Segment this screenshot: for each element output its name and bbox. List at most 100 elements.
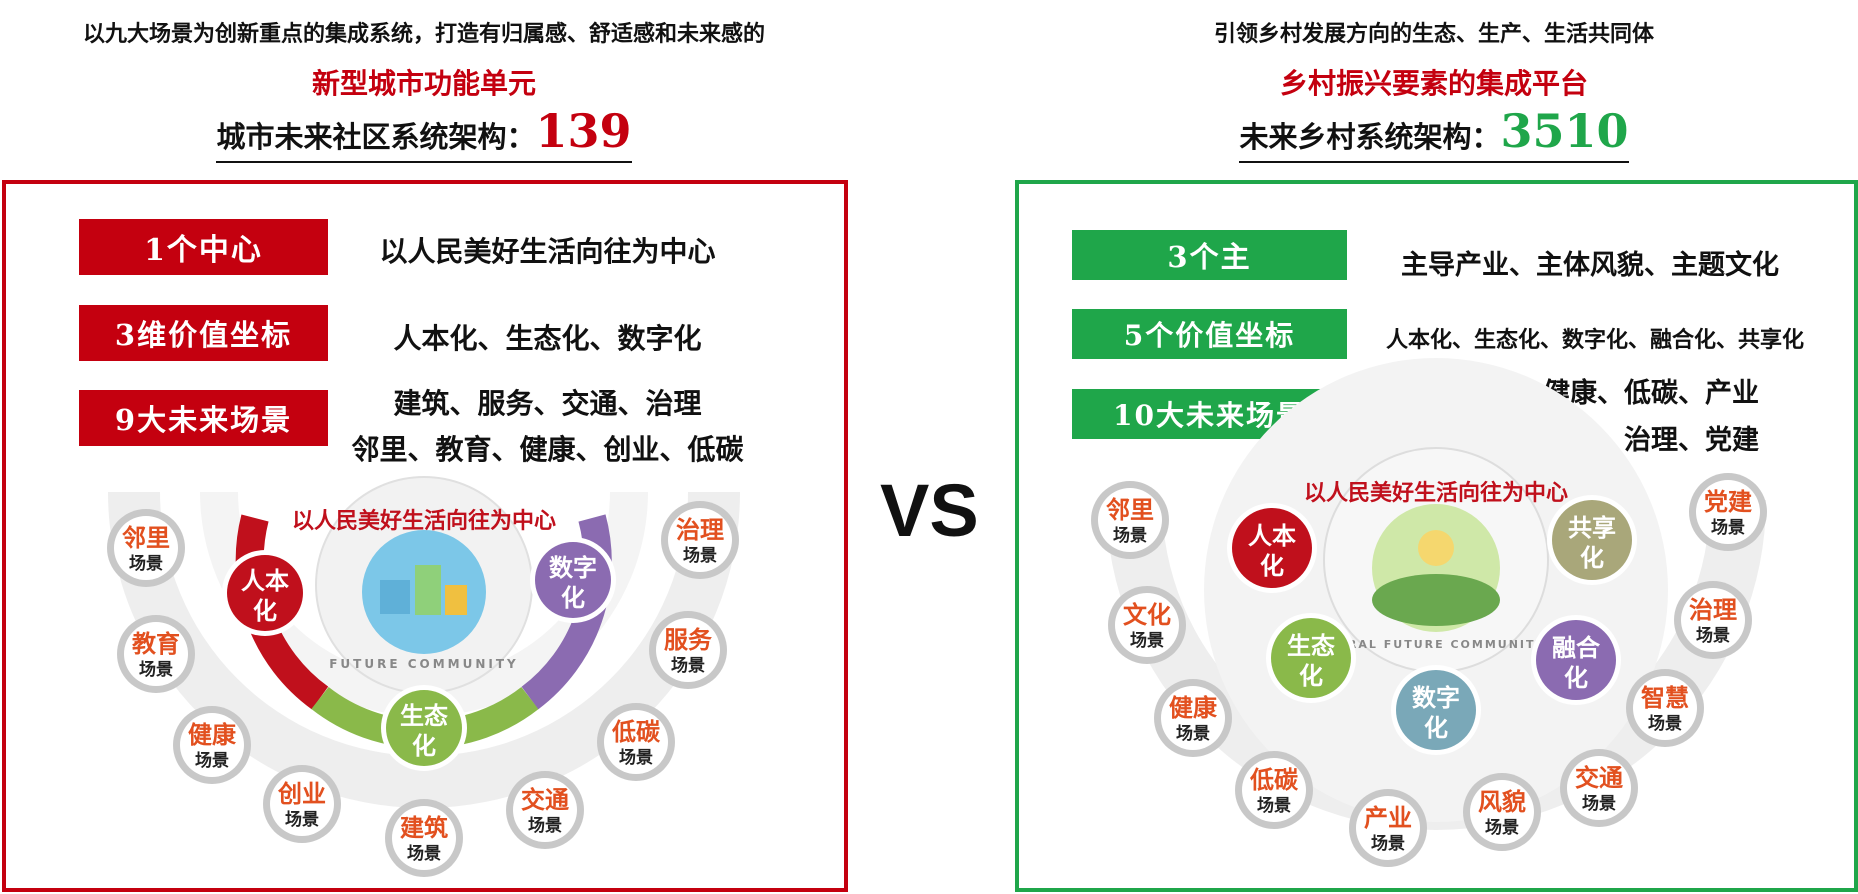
right-subtitle: 引领乡村发展方向的生态、生产、生活共同体 [1213,22,1654,47]
left-scene-suffix: 场景 [528,816,562,836]
right-architecture-label: 未来乡村系统架构： [1239,120,1501,154]
right-desc-three-mains: 主导产业、主体风貌、主题文化 [1401,250,1779,281]
left-scene-name: 健康 [188,721,237,749]
left-center-building [415,565,441,615]
right-scene-name: 风貌 [1478,788,1526,816]
left-subtitle: 以九大场景为创新重点的集成系统，打造有归属感、舒适感和未来感的 [82,22,765,47]
right-value-label: 化 [1580,544,1604,572]
right-value-label: 化 [1424,714,1448,742]
left-center-text: 以人民美好生活向往为中心 [292,508,556,534]
left-value-label: 化 [253,597,277,625]
right-scene-suffix: 场景 [1113,526,1147,546]
right-diagram: 以人民美好生活向往为中心 RURAL FUTURE COMMUNITY 人本化共… [1091,358,1767,867]
right-scene-circles: 邻里场景文化场景健康场景低碳场景产业场景风貌场景交通场景智慧场景治理场景党建场景 [1091,473,1767,867]
left-value-label: 数字 [549,554,597,582]
right-value-label: 化 [1564,664,1588,692]
right-frame [1015,180,1858,892]
right-scene-suffix: 场景 [1711,518,1745,538]
right-value-circle [1536,620,1616,700]
right-scene-circle [1115,593,1179,657]
left-desc-center: 以人民美好生活向往为中心 [379,235,716,268]
right-scene-suffix: 场景 [1696,626,1730,646]
right-center-hill [1372,574,1500,626]
right-value-circle [1552,500,1632,580]
left-scene-suffix: 场景 [619,748,653,768]
right-scene-name: 交通 [1575,764,1623,792]
left-center-building [380,580,410,614]
right-scene-circle [1567,756,1631,820]
right-value-label: 融合 [1552,634,1601,662]
right-scene-name: 治理 [1689,596,1737,624]
left-architecture-label: 城市未来社区系统架构： [216,120,536,154]
left-scene-suffix: 场景 [671,656,705,676]
right-scene-name: 健康 [1169,694,1218,722]
left-center-ring-text: FUTURE COMMUNITY [329,657,519,671]
left-tag-value-coordinates: 3维价值坐标 [79,305,328,361]
left-value-label: 化 [412,732,436,760]
right-value-label: 人本 [1248,522,1296,550]
right-scene-suffix: 场景 [1130,631,1164,651]
right-headline: 乡村振兴要素的集成平台 [1279,67,1588,100]
right-scene-name: 智慧 [1641,684,1689,712]
left-scene-suffix: 场景 [195,751,229,771]
right-scene-name: 邻里 [1106,496,1154,524]
left-desc-scenes-line2: 邻里、教育、健康、创业、低碳 [351,433,744,466]
right-tag-three-mains: 3个主 [1072,230,1347,280]
left-scene-circle [392,806,456,870]
right-scene-suffix: 场景 [1257,796,1291,816]
left-scene-circles: 邻里场景教育场景健康场景创业场景建筑场景交通场景低碳场景服务场景治理场景 [107,501,739,877]
right-center-ring-text: RURAL FUTURE COMMUNITY [1327,638,1546,651]
right-scene-name: 文化 [1123,601,1171,629]
left-scene-circle [668,508,732,572]
vs-label: VS [880,469,979,552]
left-scene-circle [114,516,178,580]
right-architecture-title: 未来乡村系统架构：3510 [1239,108,1629,163]
right-value-label: 生态 [1287,632,1335,660]
left-architecture-number: 139 [535,104,632,158]
left-scene-circle [180,713,244,777]
left-scene-suffix: 场景 [285,810,319,830]
left-scene-circle [270,772,334,836]
left-desc-value-coordinates: 人本化、生态化、数字化 [393,322,702,355]
left-header: 以九大场景为创新重点的集成系统，打造有归属感、舒适感和未来感的 新型城市功能单元… [0,16,848,163]
left-inner-arc-background [200,492,648,716]
right-scene-name: 党建 [1704,488,1752,516]
left-center-building [445,585,467,615]
left-value-circle [535,542,611,618]
right-value-circle [1232,508,1312,588]
left-scene-circle [124,622,188,686]
left-value-label: 生态 [400,702,448,730]
left-desc-scenes-line1: 建筑、服务、交通、治理 [393,387,702,420]
right-scene-name: 产业 [1364,804,1412,832]
left-value-label: 化 [561,584,585,612]
right-scene-suffix: 场景 [1176,724,1210,744]
left-scene-circle [656,618,720,682]
right-scene-circle [1470,780,1534,844]
right-scene-circle [1098,488,1162,552]
left-scene-name: 服务 [664,626,713,654]
left-frame [2,180,848,892]
left-scene-name: 交通 [521,786,569,814]
right-scene-circle [1681,588,1745,652]
left-scene-circle [513,778,577,842]
right-desc-value-coordinates: 人本化、生态化、数字化、融合化、共享化 [1385,327,1804,353]
right-tag-value-coordinates: 5个价值坐标 [1072,309,1347,359]
left-value-label: 人本 [241,567,289,595]
left-scene-arc-background [108,492,740,808]
right-scene-circle [1242,758,1306,822]
right-value-label: 数字 [1412,684,1460,712]
right-value-label: 共享 [1568,514,1616,542]
left-scene-name: 教育 [132,630,180,658]
right-scene-suffix: 场景 [1582,794,1616,814]
left-scene-name: 创业 [277,780,326,808]
right-center-sun [1418,530,1454,566]
right-header: 引领乡村发展方向的生态、生产、生活共同体 乡村振兴要素的集成平台 未来乡村系统架… [1010,16,1858,163]
right-scene-suffix: 场景 [1371,834,1405,854]
right-value-circle [1396,670,1476,750]
left-tag-scenes: 9大未来场景 [79,390,328,446]
left-scene-name: 建筑 [400,814,448,842]
right-scene-suffix: 场景 [1648,714,1682,734]
left-headline: 新型城市功能单元 [311,67,536,100]
